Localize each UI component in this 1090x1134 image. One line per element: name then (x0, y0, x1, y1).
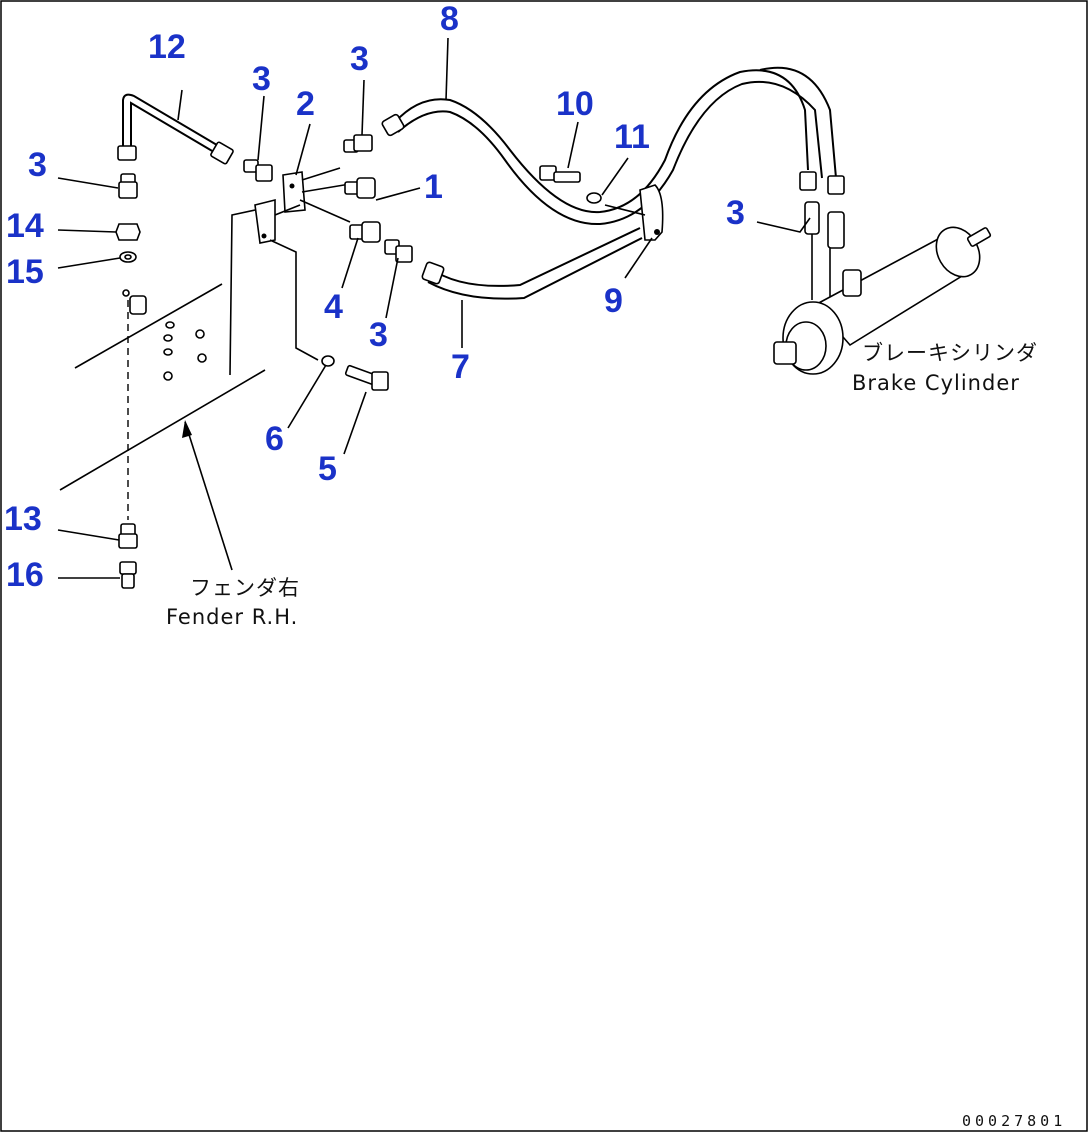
callout-numbers: 12 3 3 2 8 10 11 1 3 14 15 3 4 3 9 7 6 5… (4, 0, 745, 594)
fender-label-en: Fender R.H. (166, 605, 298, 629)
callout-15: 15 (6, 253, 44, 291)
fittings-group (243, 134, 602, 391)
callout-9: 9 (604, 282, 623, 320)
callout-1: 1 (424, 168, 443, 206)
callout-3-d: 3 (726, 194, 745, 232)
callout-13: 13 (4, 500, 42, 538)
callout-3-b: 3 (350, 40, 369, 78)
hose-8 (381, 66, 845, 226)
clamp-9 (604, 184, 664, 241)
callout-3-a: 3 (252, 60, 271, 98)
pipe-12 (117, 93, 234, 165)
bracket-2 (254, 167, 351, 367)
callout-14: 14 (6, 207, 44, 245)
callout-8: 8 (440, 0, 459, 38)
callout-11: 11 (614, 118, 650, 156)
callout-10: 10 (556, 85, 594, 123)
fender-panel (59, 209, 266, 571)
drain-stack (115, 173, 147, 589)
callout-7: 7 (451, 348, 470, 386)
leader-lines (57, 37, 811, 579)
annotations: ブレーキシリンダ Brake Cylinder フェンダ右 Fender R.H… (166, 341, 1066, 1130)
callout-4: 4 (324, 288, 343, 326)
brake-cylinder-label-jp: ブレーキシリンダ (862, 341, 1038, 365)
figure-code: 00027801 (962, 1112, 1066, 1130)
hose-7 (421, 227, 643, 300)
callout-12: 12 (148, 28, 186, 66)
callout-3-e: 3 (369, 316, 388, 354)
callout-16: 16 (6, 556, 44, 594)
fender-label-jp: フェンダ右 (190, 576, 300, 600)
callout-3-c: 3 (28, 146, 47, 184)
brake-cylinder (773, 201, 992, 375)
callout-5: 5 (318, 450, 337, 488)
brake-cylinder-label-en: Brake Cylinder (852, 371, 1020, 395)
callout-6: 6 (265, 420, 284, 458)
callout-2: 2 (296, 85, 315, 123)
